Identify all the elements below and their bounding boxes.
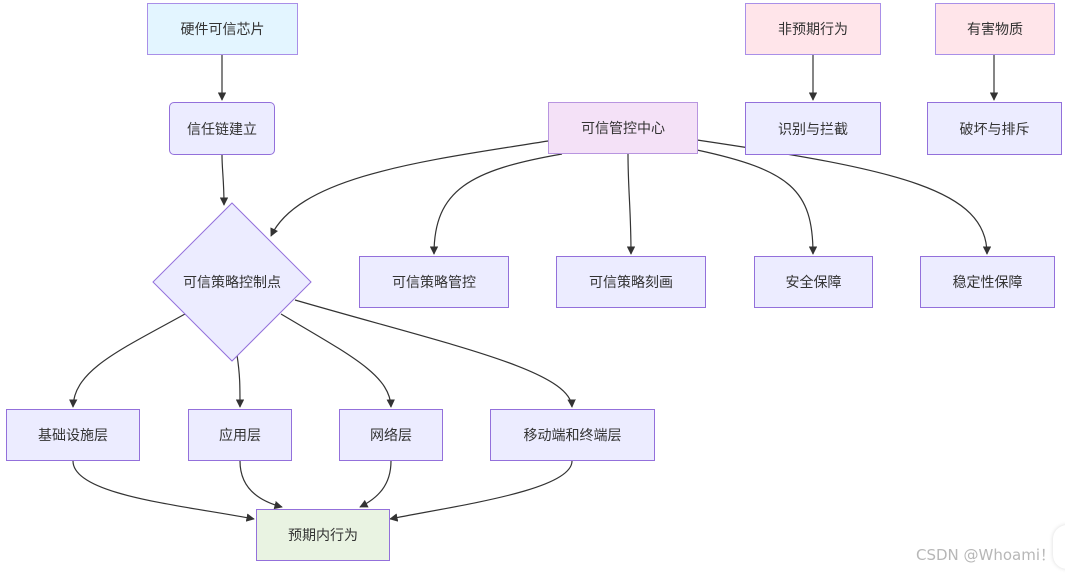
node-control-center[interactable]: 可信管控中心 xyxy=(548,102,698,154)
node-app-layer[interactable]: 应用层 xyxy=(188,409,292,461)
node-infra-layer[interactable]: 基础设施层 xyxy=(6,409,140,461)
node-policy-control[interactable]: 可信策略管控 xyxy=(359,256,509,308)
edge-center-to-security xyxy=(696,149,818,255)
node-stability[interactable]: 稳定性保障 xyxy=(920,256,1055,308)
edge-center-to-stability xyxy=(696,139,992,255)
node-control-point-label: 可信策略控制点 xyxy=(183,275,281,291)
csdn-watermark: CSDN @Whoami！ xyxy=(915,546,1055,564)
edge-center-to-control-point xyxy=(270,140,549,237)
node-hw-chip[interactable]: 硬件可信芯片 xyxy=(147,3,298,55)
node-harmful-substance[interactable]: 有害物质 xyxy=(935,3,1055,55)
edge-control-point-to-mobile xyxy=(294,299,576,408)
edge-control-point-to-app xyxy=(235,354,245,408)
edge-app-to-expected xyxy=(239,460,283,510)
node-expected-behavior[interactable]: 预期内行为 xyxy=(256,509,390,561)
node-destroy-reject[interactable]: 破坏与排斥 xyxy=(927,102,1062,155)
edge-control-point-to-network xyxy=(280,313,395,408)
node-mobile-layer[interactable]: 移动端和终端层 xyxy=(490,409,655,461)
edge-center-to-policy-control xyxy=(429,153,563,255)
edge-center-to-policy-profile xyxy=(626,153,636,255)
node-security[interactable]: 安全保障 xyxy=(754,256,873,308)
node-identify-block[interactable]: 识别与拦截 xyxy=(745,102,881,155)
node-policy-profile[interactable]: 可信策略刻画 xyxy=(556,256,706,308)
edge-mobile-to-expected xyxy=(389,460,573,522)
edge-network-to-expected xyxy=(359,460,392,508)
node-trust-chain[interactable]: 信任链建立 xyxy=(169,102,275,155)
node-network-layer[interactable]: 网络层 xyxy=(339,409,443,461)
edge-trust-chain-to-control-point xyxy=(219,154,229,206)
edge-control-point-to-infra xyxy=(69,313,186,408)
node-abnormal-behavior[interactable]: 非预期行为 xyxy=(745,3,881,55)
edge-infra-to-expected xyxy=(72,460,255,522)
side-scroll-tab[interactable] xyxy=(1053,525,1065,569)
control-point-diamond[interactable] xyxy=(152,202,312,362)
